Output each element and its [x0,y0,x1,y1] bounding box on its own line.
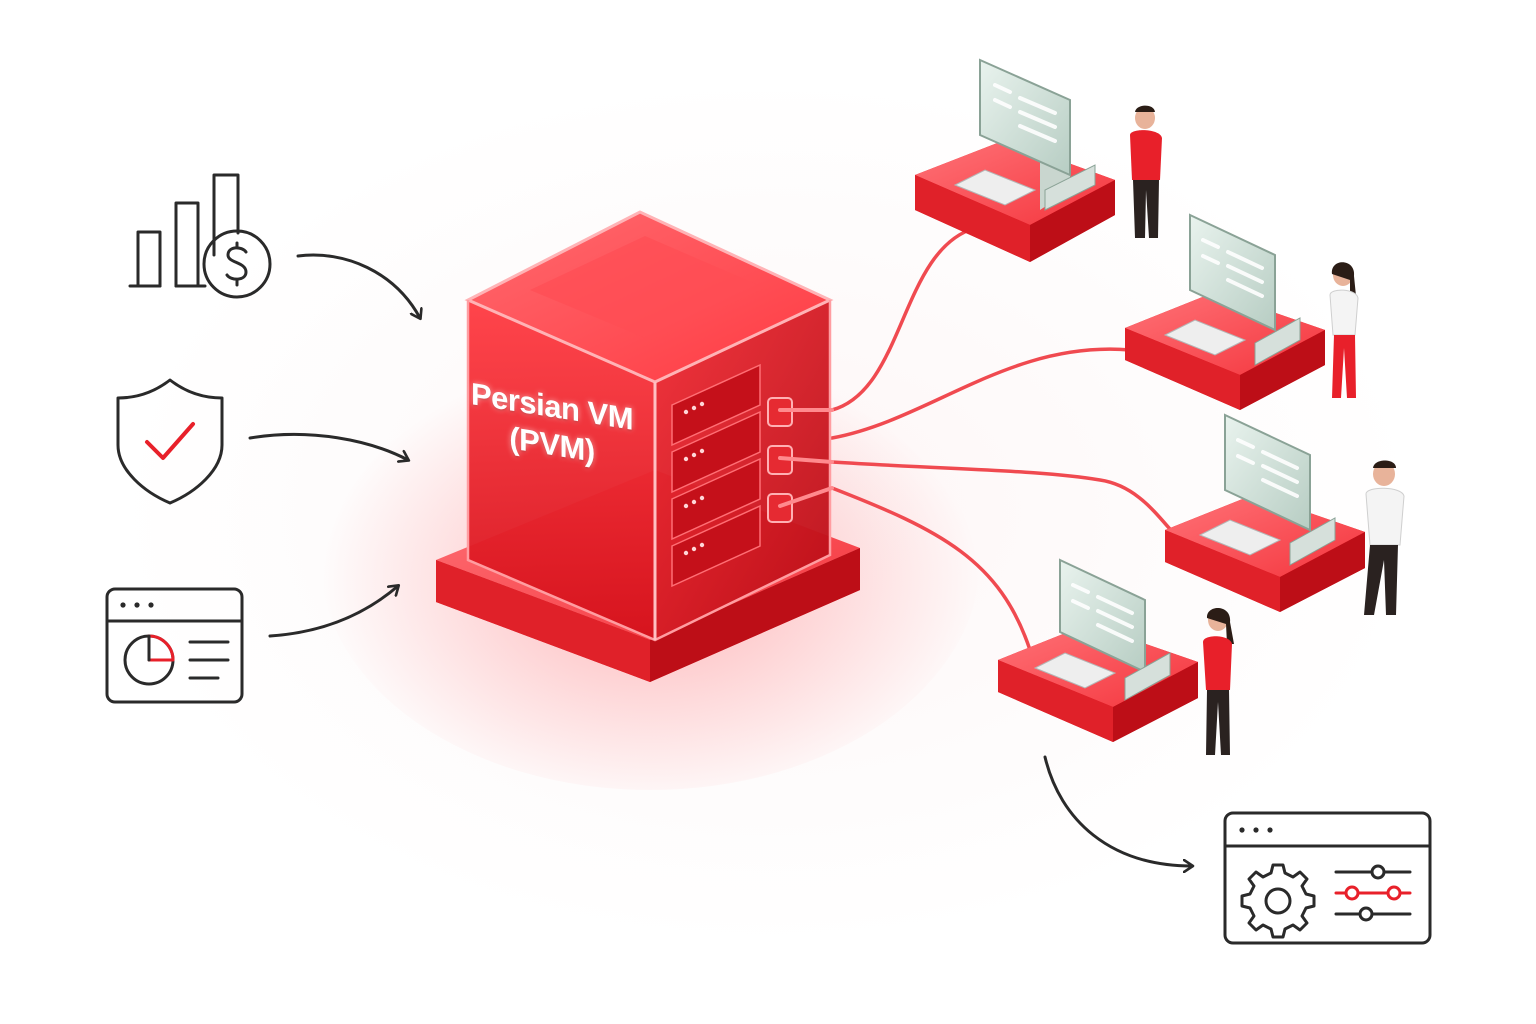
workstation-3 [1165,413,1365,612]
workstation-2 [1125,213,1325,410]
security-shield-check-icon [116,378,224,505]
finance-chart-icon [128,173,272,299]
settings-window-icon [1223,811,1432,945]
network-cables [830,226,1182,652]
arrow-dashboard-to-server [268,586,398,638]
dashboard-window-icon [105,587,244,704]
arrow-finance-to-server [296,253,420,318]
arrow-to-settings [1043,755,1192,866]
user-woman-white-shirt [1329,262,1359,398]
sliders-icon [1334,864,1412,922]
gear-icon [1240,863,1316,939]
user-man-white-shirt [1364,460,1405,615]
user-woman-red-shirt [1203,607,1234,755]
arrow-security-to-server [248,432,408,460]
user-man-red-shirt [1130,105,1162,238]
server-cube [436,210,860,682]
workstation-1 [915,58,1115,262]
workstation-4 [998,558,1198,742]
